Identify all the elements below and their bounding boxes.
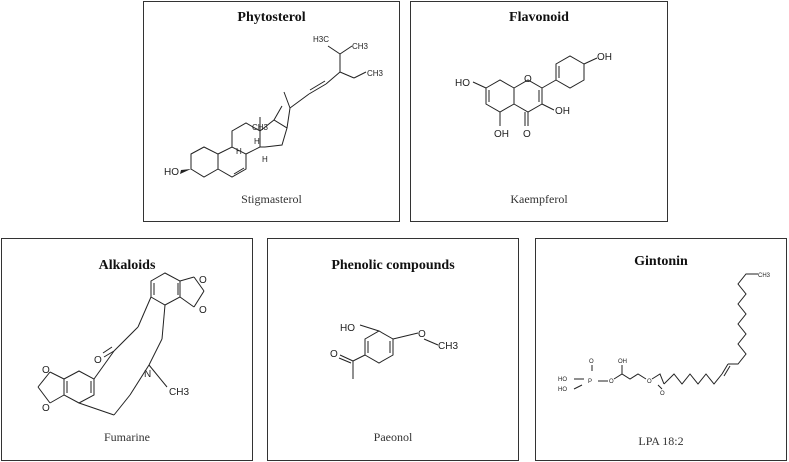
kaempferol-structure: OH HO OH O OH O [455,52,612,140]
o-label: O [660,391,665,397]
panel-title: Phytosterol [237,10,306,25]
ch3-label: CH3 [352,42,369,51]
compound-name: Fumarine [104,430,150,444]
ch3-label: CH3 [252,123,269,132]
o-label: O [42,365,50,376]
h-label: H [236,147,242,156]
o-label: O [589,359,594,365]
lpa-structure: HO HO P O O OH O O CH3 [558,273,771,397]
ch3-label: CH3 [169,387,189,398]
stigmasterol-structure: HO H3C CH3 CH3 CH3 H H H [164,35,384,178]
ch3-label: CH3 [758,273,771,279]
compound-name: Paeonol [373,430,413,444]
o-label: O [42,403,50,414]
o-label: O [199,305,207,316]
p-label: P [588,379,592,385]
ho-label: HO [558,377,567,383]
h3c-label: H3C [313,35,329,44]
ch3-label: CH3 [367,69,384,78]
o-label: O [523,129,531,140]
compound-name: Kaempferol [510,192,568,206]
o-label: O [330,349,338,360]
panel-flavonoid: Flavonoid OH HO OH O OH O Kaempferol [410,1,668,222]
panel-phenolic-compounds: Phenolic compounds HO O CH3 O Paeonol [267,238,519,461]
panel-title: Alkaloids [98,258,156,273]
panel-phytosterol: Phytosterol HO H3C CH3 CH3 CH3 H [143,1,400,222]
o-label: O [199,275,207,286]
ho-label: HO [340,323,355,334]
o-label: O [418,329,426,340]
ho-label: HO [164,167,179,178]
h-label: H [254,137,260,146]
ho-label: HO [455,78,470,89]
h-label: H [262,155,268,164]
o-label: O [647,379,652,385]
panel-title: Phenolic compounds [331,258,455,273]
panel-alkaloids: Alkaloids O O O O O [1,238,253,461]
ho-label: HO [558,387,567,393]
compound-name: Stigmasterol [241,192,302,206]
panel-gintonin: Gintonin HO HO P O O OH O O CH3 LPA 18:2 [535,238,787,461]
oh-label: OH [618,359,627,365]
ch3-label: CH3 [438,341,458,352]
compound-name: LPA 18:2 [638,434,684,448]
fumarine-structure: O O O O O N CH3 [37,272,207,416]
oh-label: OH [597,52,612,63]
panel-title: Flavonoid [509,10,569,25]
oh-label: OH [494,129,509,140]
oh-label: OH [555,106,570,117]
o-label: O [609,379,614,385]
paeonol-structure: HO O CH3 O [330,323,458,379]
n-label: N [144,369,151,380]
o-label: O [524,74,532,85]
panel-title: Gintonin [634,254,688,269]
o-label: O [94,355,102,366]
